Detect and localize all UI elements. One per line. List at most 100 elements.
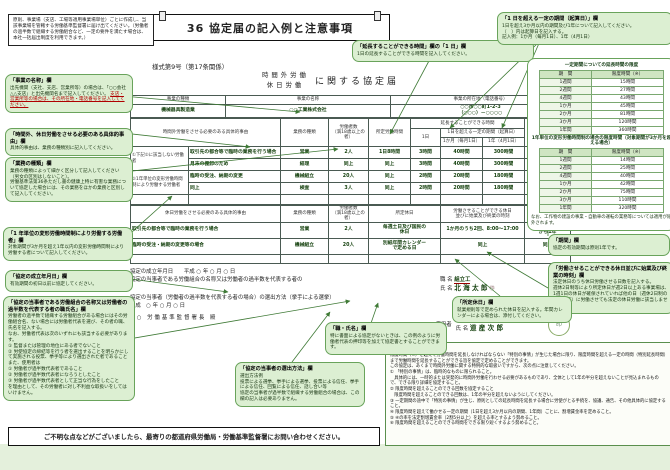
ot-cell: 300時間 (481, 158, 526, 171)
ot-cell: 月末の棚卸のため (188, 158, 281, 171)
business-info-table: 事業の種類 事業の名称 事業の所在地（電話番号） 機械器具製造業 ○○工業株式会… (130, 95, 571, 118)
hol-cell: 同上 (440, 237, 525, 255)
limit-note: なお、工作物の建設の事業・自動車の運転の業務等については適用が除外されます。 (531, 215, 670, 226)
ot-row: ①下記②に該当しない労働者 取引先の都合等で臨時の業務を行う場合 営業 2人 1… (130, 146, 572, 171)
ot-row: 同上 検査 3人 同上 2時間 20時間 180時間 同上 (131, 182, 572, 195)
hol-row: 臨時の受注・納期の変更等の場合 機械組立 20人 別紙年間カレンダー で定める日… (130, 237, 571, 255)
hol-cell: 2人 (328, 221, 369, 239)
note-title: 「協定の当事者である労働組合の名称又は労働者の過半数を代表する者の職氏名」欄 (8, 300, 128, 313)
limit-cell: 360時間 (591, 125, 664, 135)
contact-notice: ご不明な点などがございましたら、最寄りの都道府県労働局・労働基準監督署にお問い合… (8, 427, 380, 446)
hol-cell: 別紙年間カレンダー で定める日 (368, 237, 441, 255)
ot-cell: 20時間 (440, 170, 483, 183)
col-hol-allowed: 労働させることができる休日 並びに始業及び終業の時刻 (440, 205, 525, 223)
limit-cell: 1か月 (539, 101, 592, 111)
col-ot-month: 1か月（毎月1日） (440, 137, 483, 147)
ot-cell: 経理 (280, 158, 329, 171)
note-body: 業務の種類によって細かく区分して記入してください（男女の区別はしないこと）。 労… (10, 168, 127, 198)
note-body: 選出方法例 投票による選挙、挙手による選挙、投票による信任、挙手による信任、回覧… (240, 373, 360, 403)
limit-cell: 1か月 (539, 180, 592, 190)
ot-cell: 180時間 (481, 170, 526, 183)
note-title: 「1 年単位の変形労働時間制により労働する労働者」欄 (8, 231, 123, 244)
rep-name-label: 氏 名 (440, 285, 453, 292)
note-body: 協定の有効期間は原則1年です。 (553, 245, 620, 251)
limit-cell: 43時間 (591, 93, 664, 103)
col-hol-reason: 休日労働をさせる必要のある具体的事由 (130, 205, 281, 223)
limit-col-hours: 限度時間（※） (591, 148, 664, 158)
limit-cell: 2か月 (539, 109, 592, 119)
col-hol-workers: 労働者数 （満18歳以上の者） (328, 205, 369, 223)
note-body: 1日を超え3か月以内の期間及び1年について記入してください。 （ ）内は起算日を… (502, 23, 635, 41)
ot-cell: 同上 (188, 182, 281, 195)
ot-cell: 3人 (328, 182, 369, 195)
page-title: 36 協定届の記入例と注意事項 (150, 11, 390, 41)
ot-cell: 同上 (328, 158, 369, 171)
note-title: 「延長することができる時間」欄の「1 日」欄 (357, 44, 467, 50)
holiday-table: 休日労働をさせる必要のある具体的事由 業務の種類 労働者数 （満18歳以上の者）… (130, 205, 571, 264)
selection-method: 協定の当事者（労働者の過半数を代表する者の場合）の選出方法（挙手による選挙） (130, 294, 335, 301)
note-name-seal: 「職・氏名」欄 特に書面による協定がないときは、この例のように労働者代表の押印等… (325, 322, 447, 356)
note-flex-workers: 「1 年単位の変形労働時間制により労働する労働者」欄 対象期間が3か月を超え1年… (3, 227, 133, 262)
limit-cell: 2週間 (539, 164, 592, 174)
note-title: 「時間外、休日労働をさせる必要のある具体的事由」欄 (10, 132, 125, 145)
office-address: ○○ 労働基準監督署長 殿 (130, 314, 218, 321)
note-body-red: 支店・営業所等の場合は、その所在地・電話番号を記入してください。 (10, 91, 125, 109)
limit-cell: 2か月 (539, 188, 592, 198)
limit-cell: 15時間 (591, 77, 664, 87)
note-business-name: 「事業の名称」欄 出先機関（支社、支店、営業所等）の場合は、「○○会社△△支店」… (5, 74, 133, 114)
limit-cell: 2週間 (539, 85, 592, 95)
note-title: 「事業の名称」欄 (10, 78, 52, 84)
note-reason: 「時間外、休日労働をさせる必要のある具体的事由」欄 具体的事由は、業務の種類別に… (5, 128, 133, 157)
limit-table-1-title: 一定期間についての延長時間の限度 (564, 63, 639, 68)
ot-cell: 40時間 (440, 158, 483, 171)
col-ot-reason: 時間外労働をさせる必要のある具体的事由 (130, 118, 281, 147)
note-representative: 「協定の当事者である労働組合の名称又は労働者の過半数を代表する者の職氏名」欄 労… (3, 296, 135, 401)
hol-cell: 臨時の受注・納期の変更等の場合 (130, 237, 281, 255)
limit-cell: 320時間 (591, 204, 664, 214)
limit-col-hours: 限度時間（※） (591, 69, 664, 79)
note-body: 具体的事由は、業務の種類別に記入してください。 (10, 146, 116, 152)
col-ot-extend: 延長することができる時間 (409, 118, 526, 129)
hol-cell: 20人 (328, 237, 369, 255)
limit-cell: 1週間 (539, 77, 592, 87)
limit-cell: 1週間 (539, 156, 592, 166)
note-title: 「職・氏名」欄 (330, 326, 367, 332)
limit-cell: 3か月 (539, 117, 592, 127)
note-agreement-date: 「協定の成立年月日」欄 有効期間の初日以前に協定してください。 (5, 270, 133, 292)
limit-cell: 40時間 (591, 172, 664, 182)
ot-cell: 営業 (280, 146, 329, 159)
hol-row-empty (130, 253, 571, 264)
business-type: 機械器具製造業 (130, 104, 226, 118)
ot-row: 月末の棚卸のため 経理 同上 同上 3時間 40時間 300時間 から1年間 (131, 158, 572, 171)
col-ot-day: 1日 (410, 128, 441, 147)
general-rule-note: 原則、事業場（支店、工場等適用事業場単位）ごとに作成し、当該事業場を管轄する労働… (8, 14, 154, 46)
limit-col-period: 期 間 (539, 69, 592, 79)
ot-cell: 180時間 (481, 182, 526, 195)
note-title: 「協定の成立年月日」欄 (10, 274, 68, 280)
word-overtime: 時間外労働 (262, 71, 309, 79)
limit-cell: 42時間 (591, 180, 664, 190)
rep-title: 組立工 (454, 276, 471, 284)
note-body: 労働者の過半数で組織する労働組合がある場合にはその労働組合名、ない場合には労働者… (8, 314, 129, 396)
document-title-suffix: に関する協定届 (314, 76, 399, 87)
limit-cell: 45時間 (591, 101, 664, 111)
note-body: 1日の延長することができる時間を記入してください。 (357, 51, 470, 57)
limit-cell: 120時間 (591, 117, 664, 127)
note-period: 「期間」欄 協定の有効期間は原則1年です。 (548, 234, 670, 256)
limit-cell: 1年間 (539, 125, 592, 135)
ot-cell: 2時間 (410, 170, 441, 183)
bottom-green-band (0, 444, 670, 470)
ot-cell: 2時間 (410, 182, 441, 195)
note-title: 「1 日を超える一定の期間（起算日）」欄 (502, 16, 599, 22)
limit-col-period: 期 間 (539, 148, 592, 158)
note-body: 有効期間の初日以前に協定してください。 (10, 281, 98, 287)
limit-cell: 25時間 (591, 164, 664, 174)
special-clause-body: 限度時間（※）を超えて労働時間を延長しなければならない「特別の事情」が生じた場合… (390, 353, 666, 427)
limit-cell: 4週間 (539, 93, 592, 103)
limit-cell: 27時間 (591, 85, 664, 95)
ot-cell: 臨時の受注、納期の変更 (188, 170, 281, 183)
limit-cell: 3か月 (539, 196, 592, 206)
col-ot-workers: 労働者数 （満18歳以上の者） (328, 118, 369, 147)
